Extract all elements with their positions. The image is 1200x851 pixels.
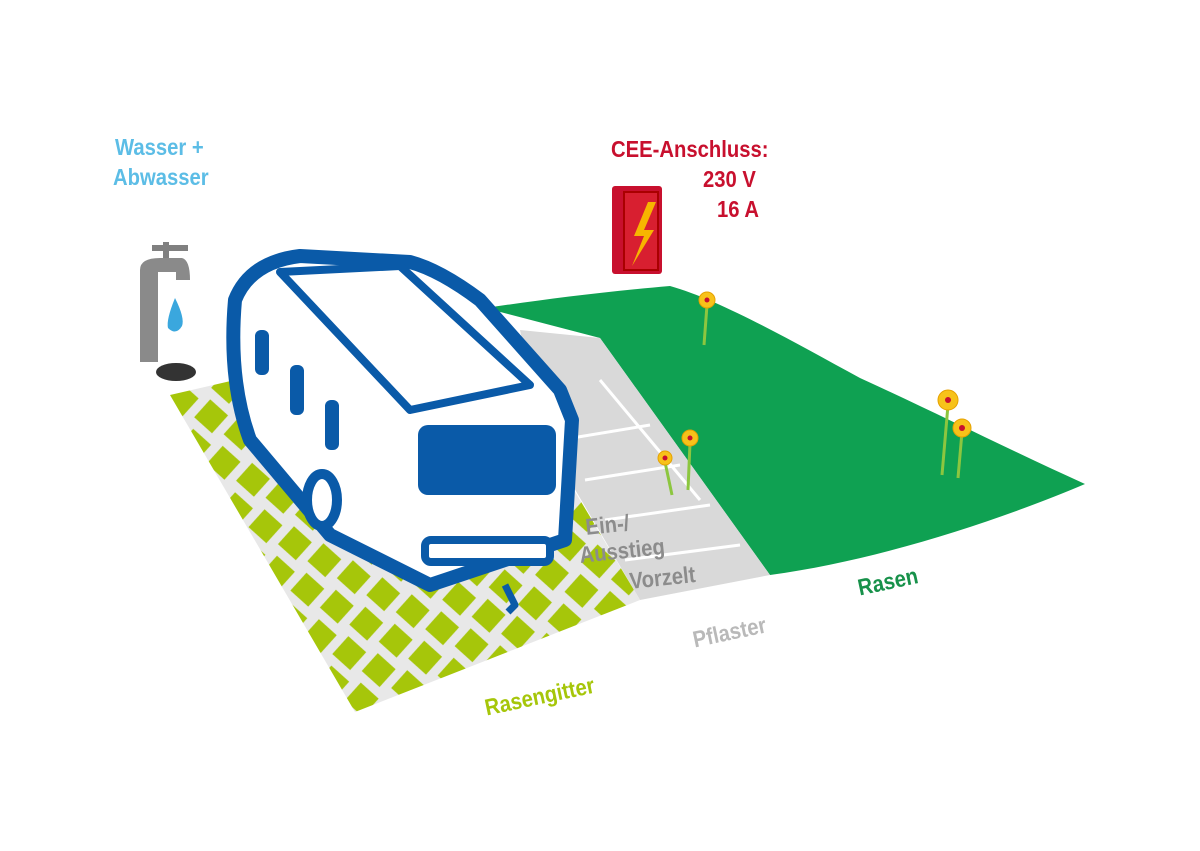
wheel	[302, 469, 342, 531]
cee-label-voltage: 230 V	[703, 166, 756, 192]
camper-van	[226, 249, 579, 615]
water-label-line2: Abwasser	[113, 164, 209, 190]
cee-label-current: 16 A	[717, 196, 760, 222]
power-outlet-icon	[612, 186, 662, 274]
water-drop-icon	[167, 298, 183, 332]
drain-icon	[156, 363, 196, 381]
cee-label-title: CEE-Anschluss:	[611, 136, 769, 162]
water-label-line1: Wasser +	[115, 134, 204, 160]
paving-area	[520, 330, 770, 600]
bumper	[421, 536, 554, 566]
water-tap-icon	[140, 242, 196, 381]
lawn-area	[485, 286, 1085, 575]
flowers	[657, 291, 972, 496]
lightning-icon	[632, 202, 656, 266]
windshield	[418, 425, 556, 495]
